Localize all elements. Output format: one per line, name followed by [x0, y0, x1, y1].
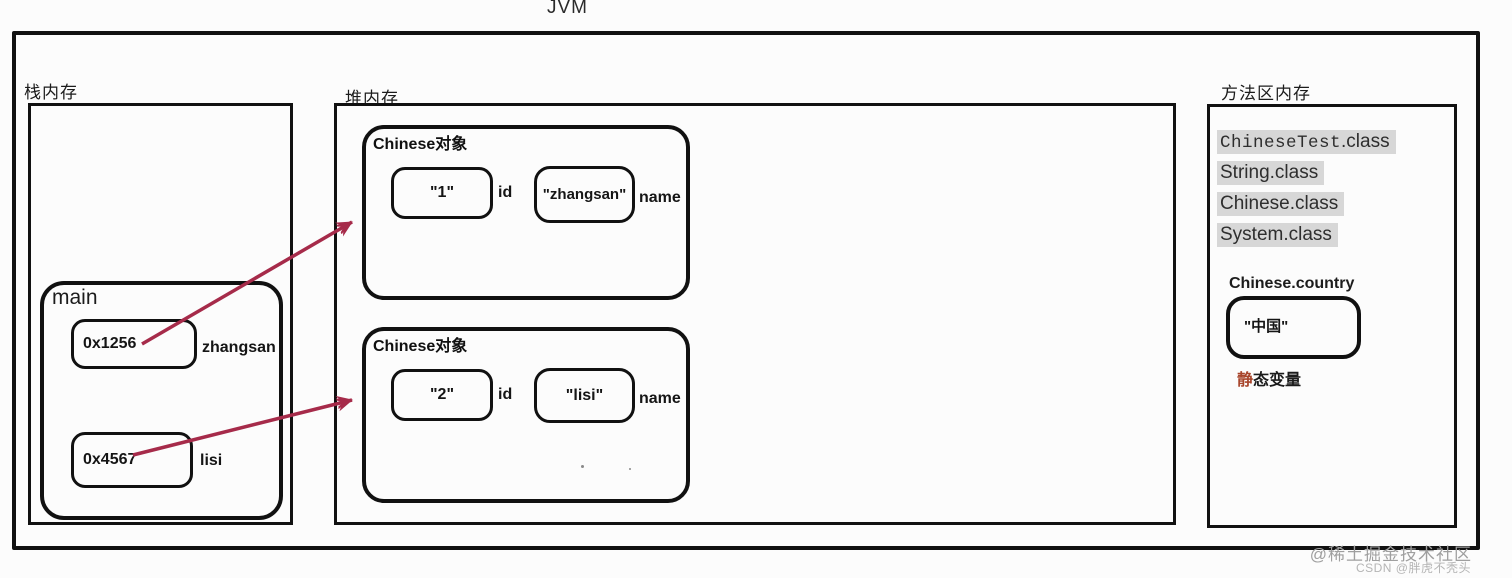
heap-object2-name-value: "lisi": [565, 386, 604, 404]
static-variable-caption-first: 静: [1237, 372, 1254, 389]
jvm-outer-box: [12, 31, 1480, 550]
static-field-value-box: "中国": [1226, 296, 1361, 359]
diagram-title: JVM: [547, 0, 588, 18]
class-entry-rest: Chinese.class: [1220, 193, 1339, 214]
class-entry-chinese: Chinese.class: [1217, 189, 1396, 220]
heap-object1-id-value: "1": [429, 184, 455, 201]
heap-object2-box: [362, 327, 690, 503]
static-field-title: Chinese.country: [1229, 275, 1355, 292]
method-area-label: 方法区内存: [1221, 84, 1311, 103]
heap-object2-title: Chinese对象: [373, 338, 468, 355]
static-variable-caption-rest: 态变量: [1253, 372, 1302, 389]
stack-var-lisi-value: 0x4567: [83, 451, 137, 468]
static-field-value: "中国": [1244, 318, 1289, 335]
heap-object2-id-value: "2": [429, 386, 455, 403]
class-entry-rest: .class: [1341, 131, 1390, 152]
class-entry-rest: String.class: [1220, 162, 1319, 183]
heap-object1-box: [362, 125, 690, 300]
method-area-box: [1207, 104, 1457, 528]
heap-object1-title: Chinese对象: [373, 136, 468, 153]
class-entry-rest: System.class: [1220, 224, 1332, 245]
heap-object1-id-box: "1": [391, 167, 493, 219]
class-entry-string: String.class: [1217, 158, 1396, 189]
stack-var-lisi-name: lisi: [200, 452, 223, 469]
heap-object1-name-label: name: [639, 189, 681, 206]
artifact-dot: [581, 465, 584, 468]
heap-object2-name-box: "lisi": [534, 368, 635, 423]
heap-object1-name-value: "zhangsan": [542, 186, 627, 203]
class-entry-chinesetest: ChineseTest.class: [1217, 127, 1396, 158]
class-entry-mono: ChineseTest: [1220, 133, 1342, 153]
static-variable-caption: 静态变量: [1237, 366, 1301, 390]
stack-var-zhangsan-value: 0x1256: [83, 335, 137, 352]
main-frame-label: main: [52, 286, 98, 309]
artifact-dot: [629, 468, 631, 470]
heap-object1-id-label: id: [498, 184, 513, 201]
loaded-class-list: ChineseTest.class String.class Chinese.c…: [1217, 127, 1396, 251]
watermark-csdn: CSDN @胖虎不秃头: [1355, 561, 1471, 575]
heap-object2-id-label: id: [498, 386, 513, 403]
stack-var-zhangsan-box: 0x1256: [71, 319, 197, 369]
watermark-juejin: @稀土掘金技术社区: [1309, 545, 1472, 564]
heap-object2-name-label: name: [639, 390, 681, 407]
stack-region-label: 栈内存: [24, 83, 78, 102]
heap-object1-name-box: "zhangsan": [534, 166, 635, 223]
heap-object2-id-box: "2": [391, 369, 493, 421]
stack-var-zhangsan-name: zhangsan: [202, 339, 276, 356]
stack-var-lisi-box: 0x4567: [71, 432, 193, 488]
class-entry-system: System.class: [1217, 220, 1396, 251]
